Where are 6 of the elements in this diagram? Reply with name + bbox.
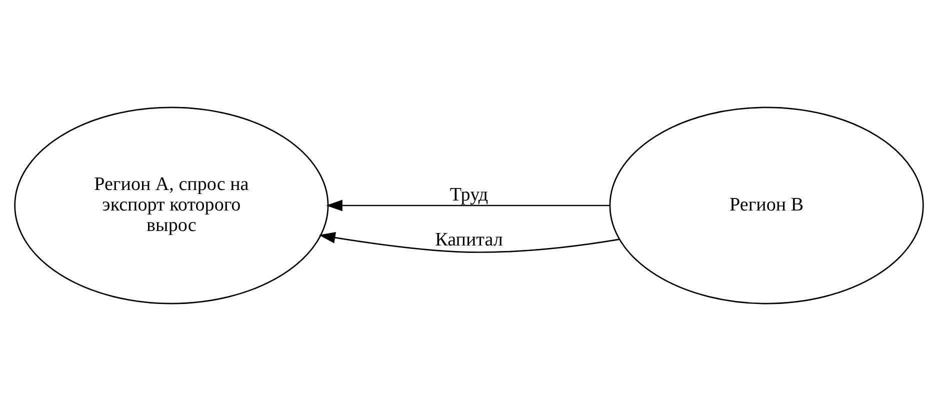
node-ellipse: Регион А, спрос на экспорт которого вырос [14, 106, 329, 304]
arrow [326, 199, 610, 211]
edge-label: Капитал [435, 228, 503, 250]
edge-label: Труд [450, 184, 488, 205]
node-ellipse: Регион В [609, 106, 924, 304]
arrow [318, 232, 620, 252]
